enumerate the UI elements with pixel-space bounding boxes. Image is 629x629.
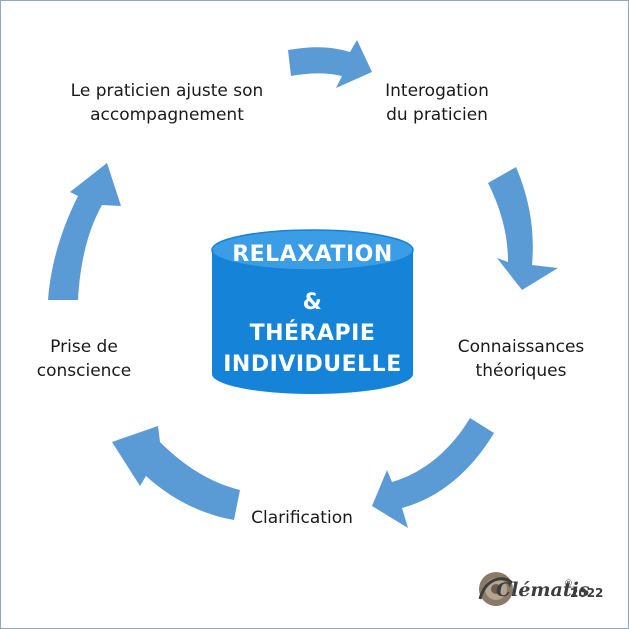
- step-ajuste: Le praticien ajuste son accompagnement: [52, 79, 282, 127]
- clematis-flower-icon: [478, 572, 514, 606]
- step-interrogation-line1: Interogation: [385, 81, 489, 101]
- logo-registered: ®: [564, 579, 573, 589]
- center-cylinder: RELAXATION & THÉRAPIE INDIVIDUELLE: [210, 228, 415, 398]
- step-ajuste-line1: Le praticien ajuste son: [70, 81, 264, 101]
- cylinder-shape: [211, 229, 414, 394]
- logo-year: 2022: [570, 586, 604, 600]
- step-prise-line1: Prise de: [50, 337, 118, 357]
- step-interrogation-line2: du praticien: [386, 105, 488, 125]
- arrow-lower-right: [372, 418, 494, 528]
- step-clarification: Clarification: [232, 506, 372, 530]
- center-title-line1: RELAXATION: [232, 242, 393, 267]
- arrow-lower-left: [112, 426, 240, 520]
- step-ajuste-line2: accompagnement: [90, 105, 244, 125]
- step-prise-line2: conscience: [36, 361, 132, 381]
- center-ampersand: &: [302, 290, 323, 315]
- arrow-top: [288, 40, 372, 88]
- step-connaissances-line1: Connaissances: [457, 337, 585, 357]
- step-interrogation: Interogation du praticien: [362, 79, 512, 127]
- center-title-line3: THÉRAPIE: [249, 321, 376, 346]
- center-title-line4: INDIVIDUELLE: [223, 352, 402, 377]
- clematis-logo: Clématis ® 2022: [476, 567, 616, 611]
- step-connaissances-line2: théoriques: [475, 361, 567, 381]
- arrow-left: [48, 163, 121, 300]
- step-connaissances: Connaissances théoriques: [446, 335, 596, 383]
- arrow-right: [488, 167, 558, 290]
- step-clarification-line1: Clarification: [251, 508, 353, 528]
- step-prise-de-conscience: Prise de conscience: [14, 335, 154, 383]
- logo-name: Clématis: [496, 579, 590, 601]
